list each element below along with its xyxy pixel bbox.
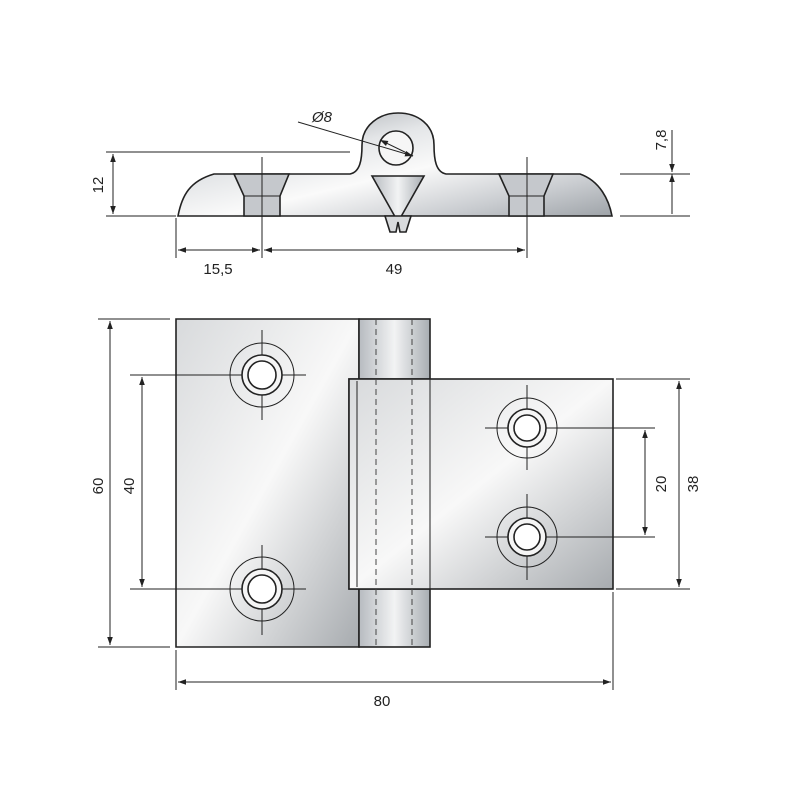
knuckle-tip xyxy=(383,215,413,233)
hole-spacing-right-label: 20 xyxy=(653,476,670,493)
hole-diameter-label: Ø8 xyxy=(311,109,333,126)
hole-bottom-right-icon xyxy=(485,494,569,580)
front-view-dimensions: 60 40 20 38 80 xyxy=(90,318,702,710)
side-view xyxy=(177,112,613,258)
width-total-label: 80 xyxy=(374,693,391,710)
hole-bottom-left-icon xyxy=(218,545,306,635)
height-right-leaf-label: 38 xyxy=(685,476,702,493)
hole-top-left-icon xyxy=(218,330,306,420)
knuckle-top xyxy=(358,318,431,380)
height-side-label: 12 xyxy=(90,177,107,194)
offset-left-label: 15,5 xyxy=(203,261,232,278)
hole-spacing-left-label: 40 xyxy=(121,478,138,495)
side-view-dimensions: Ø8 12 7,8 15,5 49 xyxy=(90,109,690,278)
right-leaf xyxy=(348,378,614,590)
span-top-label: 49 xyxy=(386,261,403,278)
height-total-label: 60 xyxy=(90,478,107,495)
thickness-label: 7,8 xyxy=(653,130,670,151)
knuckle-tail xyxy=(370,175,426,224)
front-view xyxy=(175,318,614,648)
hole-top-right-icon xyxy=(485,385,569,470)
knuckle-bottom xyxy=(358,588,431,648)
